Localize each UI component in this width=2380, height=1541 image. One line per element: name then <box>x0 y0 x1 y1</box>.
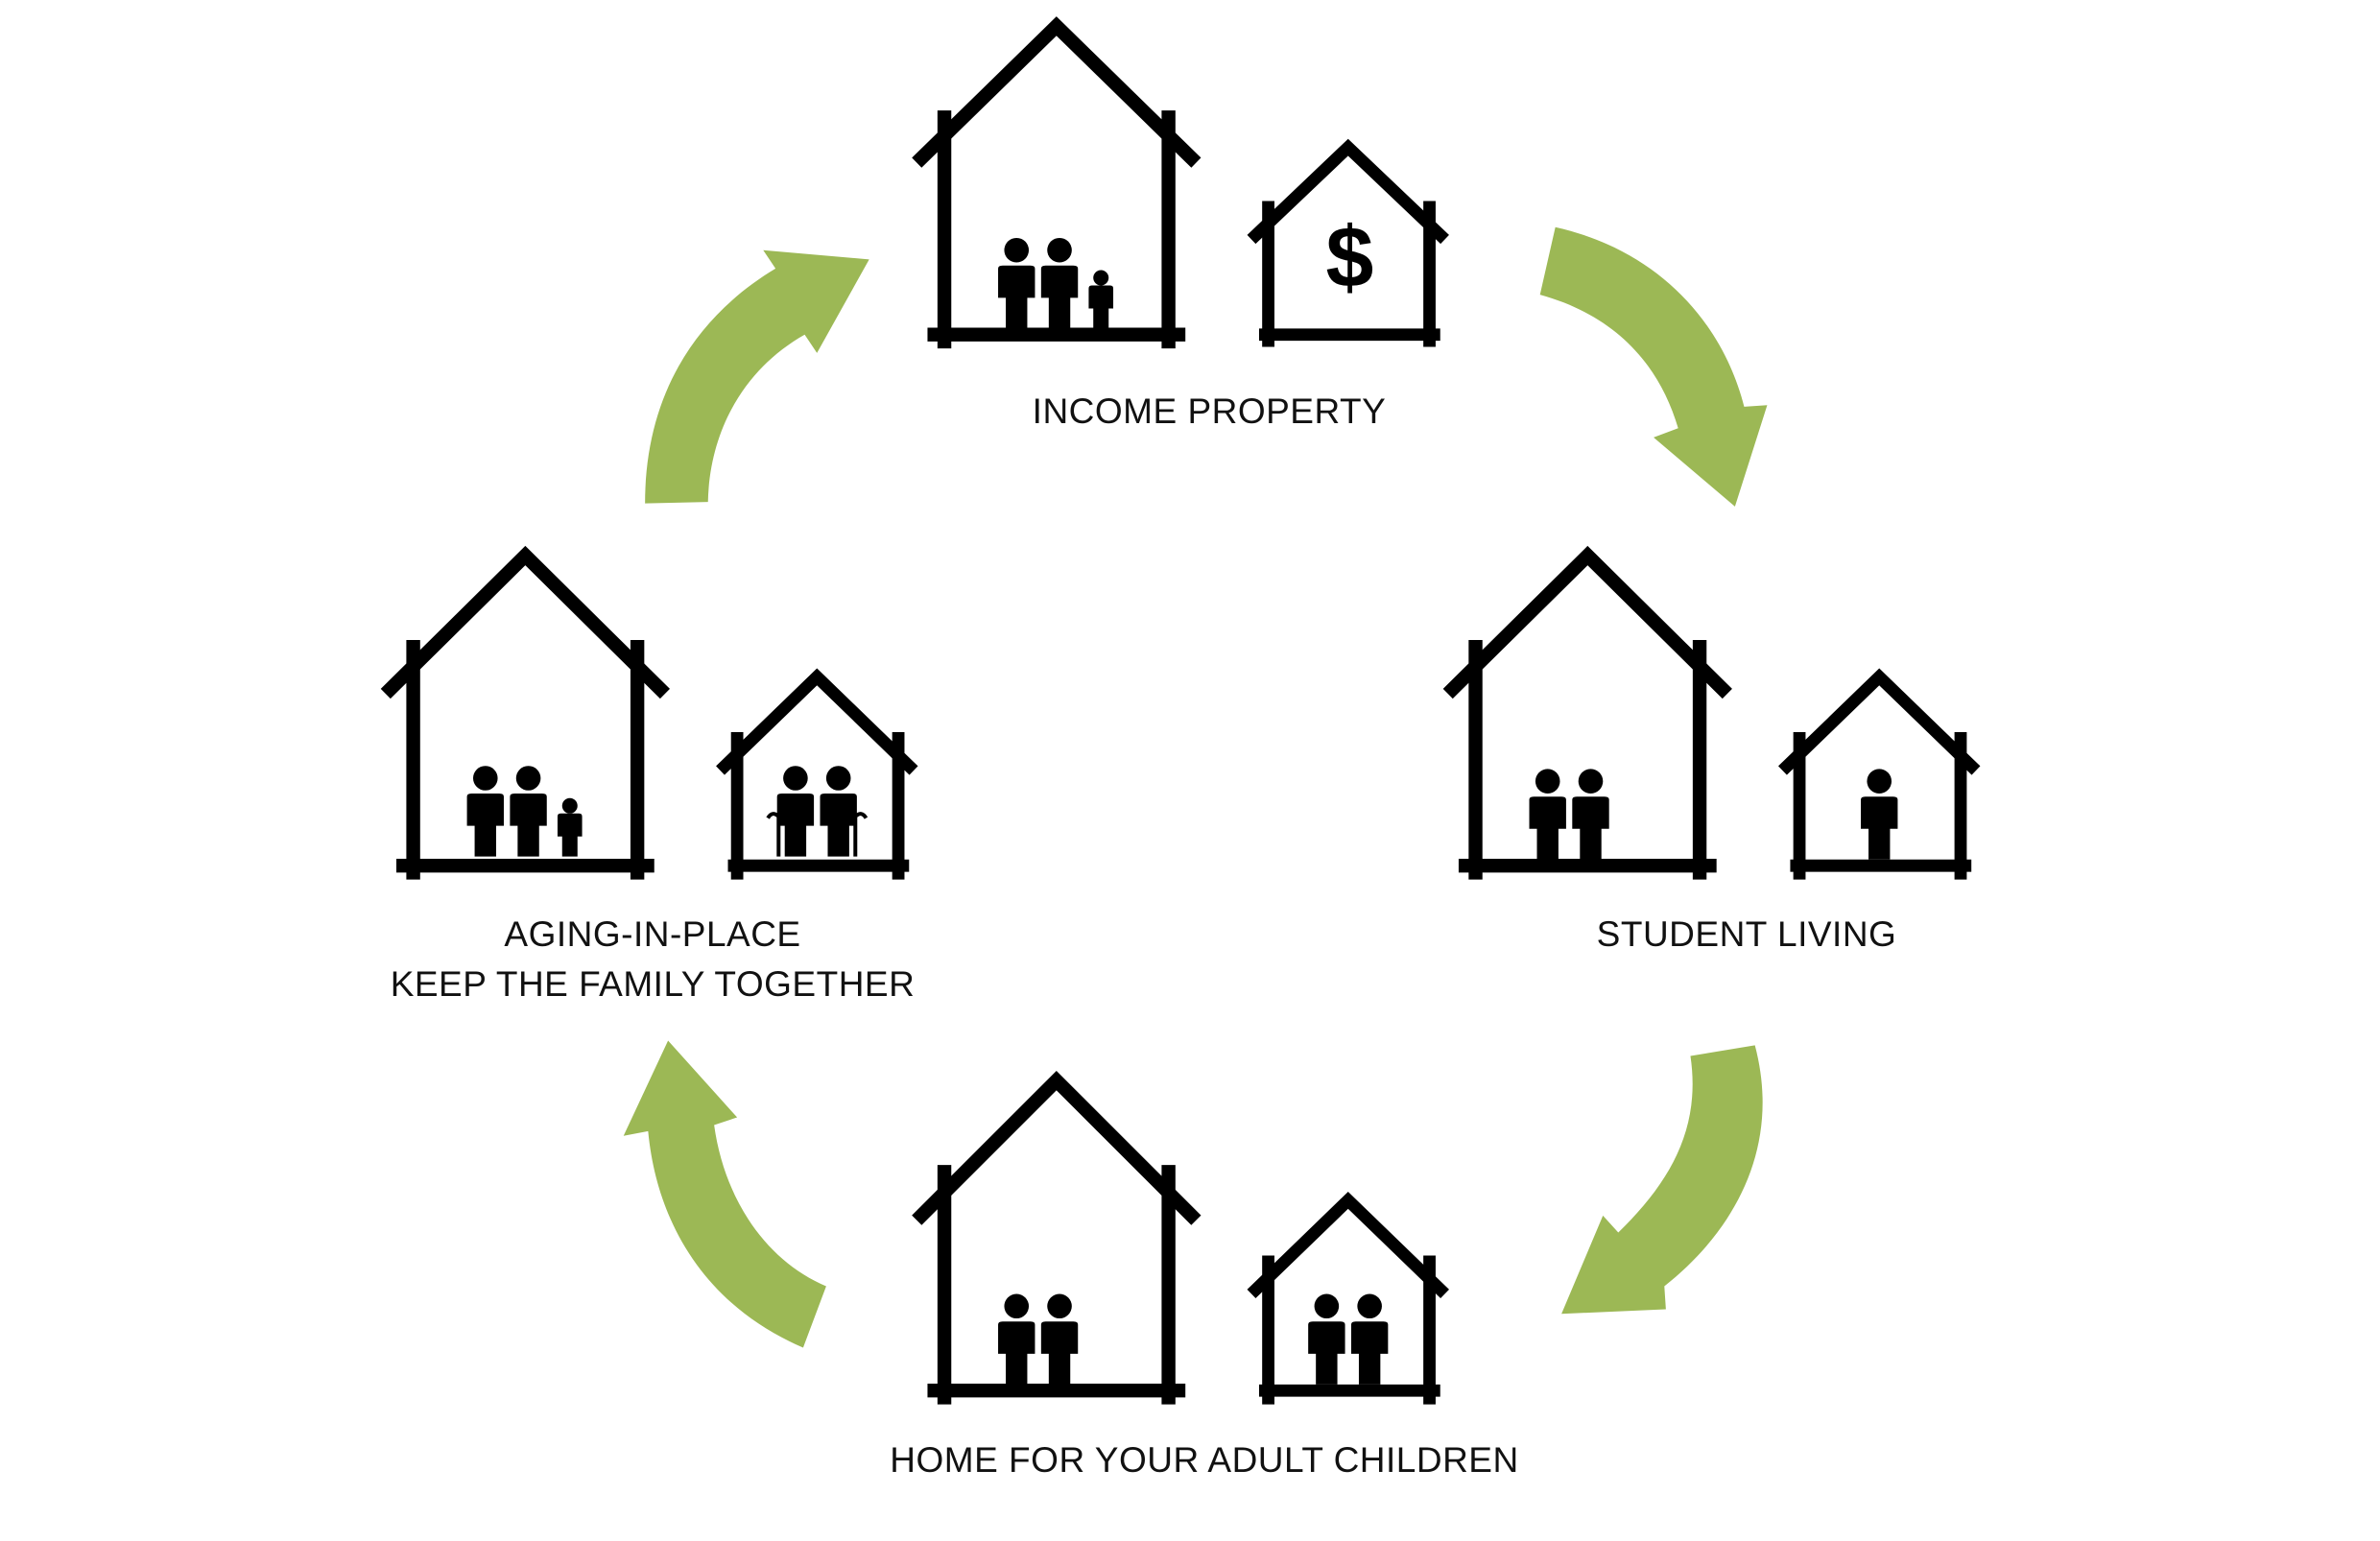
arrow-student-to-adult-children <box>1561 1045 1763 1315</box>
label-aging-in-place: AGING-IN-PLACE KEEP THE FAMILY TOGETHER <box>390 914 916 1004</box>
large-house-icon <box>912 16 1202 349</box>
child-icon <box>557 797 583 857</box>
adult-icon <box>998 1293 1035 1385</box>
label-student-living: STUDENT LIVING <box>1596 914 1897 954</box>
adult-icon <box>1572 769 1609 860</box>
senior-with-cane-icon <box>776 766 815 857</box>
student-icon <box>1861 769 1898 860</box>
adult-icon <box>466 766 504 857</box>
label-income-property: INCOME PROPERTY <box>1032 391 1387 431</box>
small-house-icon <box>1247 1191 1449 1405</box>
large-house-icon <box>1442 545 1732 880</box>
child-icon <box>1088 270 1114 329</box>
arrow-adult-children-to-aging <box>623 1040 826 1348</box>
adult-icon <box>1529 769 1566 860</box>
stage-aging-in-place <box>380 545 918 880</box>
adult-icon <box>1040 237 1079 329</box>
adult-icon <box>1040 1293 1079 1385</box>
small-house-icon <box>1247 138 1449 347</box>
large-house-icon <box>912 1070 1202 1405</box>
large-house-icon <box>380 545 670 880</box>
adult-icon <box>510 766 547 857</box>
stage-student-living <box>1442 545 1981 880</box>
adult-icon <box>1308 1293 1345 1385</box>
cane-icon <box>766 812 869 857</box>
senior-with-cane-icon <box>820 766 857 857</box>
stage-home-for-adult-children <box>912 1070 1449 1405</box>
arrow-income-to-student <box>1539 226 1768 507</box>
adult-icon <box>1350 1293 1389 1385</box>
small-house-icon <box>1777 668 1981 880</box>
label-home-for-adult-children: HOME FOR YOUR ADULT CHILDREN <box>890 1440 1519 1480</box>
dollar-sign-icon: $ <box>1325 209 1373 305</box>
stage-income-property: $ <box>912 16 1449 349</box>
small-house-icon <box>716 668 918 880</box>
adult-icon <box>998 237 1035 329</box>
arrow-aging-to-income <box>645 249 869 504</box>
